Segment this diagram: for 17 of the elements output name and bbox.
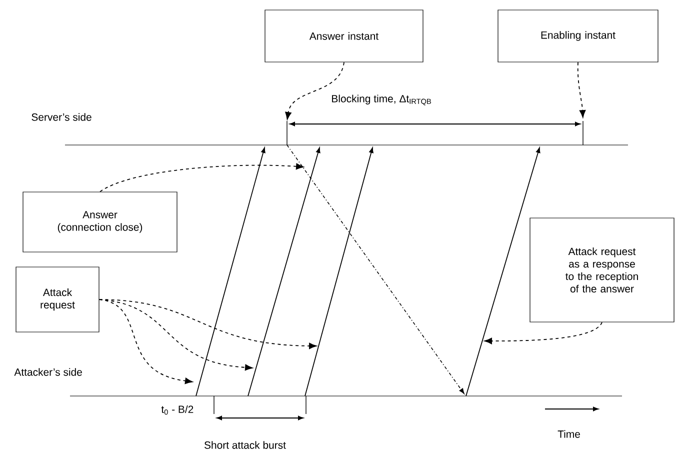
leader-line	[100, 163, 304, 192]
text-box: Enabling instant	[498, 10, 658, 62]
leader-line	[98, 299, 193, 384]
text-box: Attack request as a response to the reception of the answer	[530, 218, 674, 322]
leader-line	[98, 299, 317, 350]
leader-line	[285, 62, 344, 120]
side-label: Server’s side	[32, 113, 92, 121]
leader-line	[577, 62, 586, 118]
text-box: Attack request	[16, 266, 100, 332]
leader-line	[484, 322, 602, 344]
side-label: Attacker’s side	[14, 368, 82, 376]
text-box: Answer instant	[264, 10, 424, 62]
dimension-label: Short attack burst	[204, 441, 286, 449]
dimension-label: t$_{0}$ - B/2	[161, 405, 194, 415]
text-box: Answer (connection close)	[22, 192, 178, 252]
axis-label: Time	[558, 430, 580, 438]
dimension-label: Blocking time, Δt$_{IRTQB}$	[332, 94, 431, 106]
